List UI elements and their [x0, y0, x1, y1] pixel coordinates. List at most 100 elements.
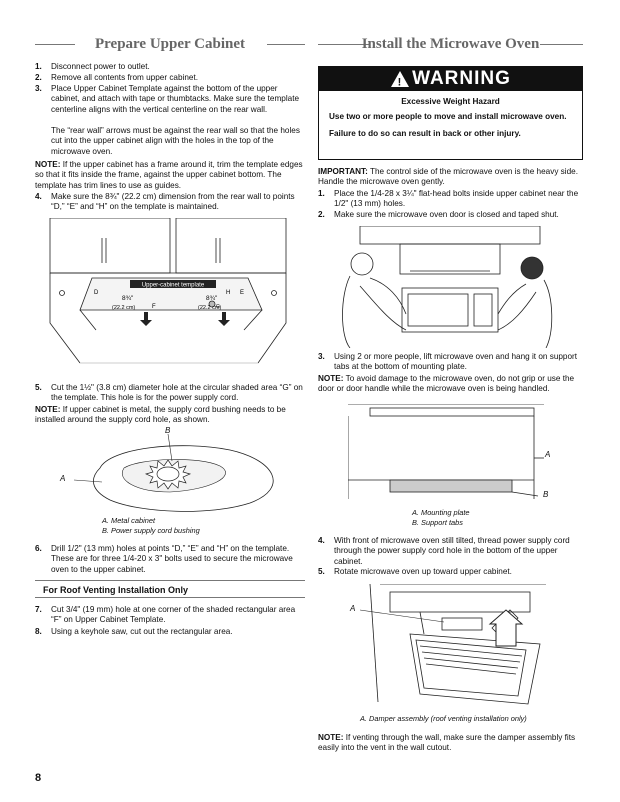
important-text: The control side of the microwave oven i… — [318, 167, 578, 187]
step-5-right: 5. Rotate microwave oven up toward upper… — [318, 567, 583, 577]
step-number: 5. — [318, 567, 325, 576]
title-rule-left — [35, 44, 75, 45]
dimension-right-cm: (22.2 cm) — [198, 305, 221, 311]
dimension-left: 8¾" — [122, 295, 134, 302]
step-1: 1. Disconnect power to outlet. — [35, 62, 305, 72]
step-number: 7. — [35, 605, 42, 614]
note-text: If the upper cabinet has a frame around … — [35, 160, 303, 190]
note-label: NOTE: — [318, 374, 344, 383]
note-wall-venting: NOTE: If venting through the wall, make … — [318, 733, 583, 754]
important-note: IMPORTANT: The control side of the micro… — [318, 167, 583, 188]
step-number: 8. — [35, 627, 42, 636]
template-label: Upper-cabinet template — [142, 283, 205, 289]
step-6-left: 6. Drill 1/2" (13 mm) holes at points “D… — [35, 544, 305, 575]
step-7-left: 7. Cut 3/4" (19 mm) hole at one corner o… — [35, 605, 305, 626]
mounting-plate-figure — [348, 404, 544, 499]
caption-bushing: B. Power supply cord bushing — [102, 526, 200, 535]
dimension-left-cm: (22.2 cm) — [112, 305, 135, 311]
section-title-install-oven: Install the Microwave Oven — [361, 36, 540, 52]
step-2-right: 2. Make sure the microwave oven door is … — [318, 210, 583, 220]
warning-symbol: ! — [398, 77, 403, 89]
point-f-label: F — [152, 304, 156, 310]
step-1-right: 1. Place the 1/4-28 x 3¼" flat-head bolt… — [318, 189, 583, 210]
warning-header: ! WARNING — [319, 67, 582, 91]
rotate-up-arrow — [488, 609, 524, 647]
step-number: 4. — [35, 192, 42, 201]
step-number: 2. — [318, 210, 325, 219]
step-text: Make sure the 8¾" (22.2 cm) dimension fr… — [51, 192, 295, 212]
step-text: Remove all contents from upper cabinet. — [51, 73, 198, 82]
step-number: 4. — [318, 536, 325, 545]
step-number: 5. — [35, 383, 42, 392]
step-5-left: 5. Cut the 1½" (3.8 cm) diameter hole at… — [35, 383, 305, 404]
caption-damper: A. Damper assembly (roof venting install… — [360, 714, 527, 723]
note-door-handle: NOTE: To avoid damage to the microwave o… — [318, 374, 583, 395]
page-number: 8 — [35, 772, 42, 784]
step-text: Place the 1/4-28 x 3¼" flat-head bolts i… — [334, 189, 579, 209]
note-label: NOTE: — [35, 160, 61, 169]
template-label-band — [130, 280, 216, 288]
lifting-microwave-figure — [342, 226, 553, 348]
bushing-label-a: A — [60, 474, 66, 483]
title-rule-left — [318, 44, 370, 45]
mounting-label-b: B — [543, 490, 549, 499]
caption-support-tabs: B. Support tabs — [412, 518, 463, 527]
step-text: Rotate microwave oven up toward upper ca… — [334, 567, 512, 576]
step-text: Cut the 1½" (3.8 cm) diameter hole at th… — [51, 383, 303, 403]
note-metal-cabinet: NOTE: If upper cabinet is metal, the sup… — [35, 405, 305, 426]
point-g-label: G — [216, 304, 220, 310]
warning-heading: WARNING — [412, 68, 511, 89]
damper-label-a: A — [350, 604, 356, 613]
step-text: Place Upper Cabinet Template against the… — [51, 84, 300, 114]
note-text: If upper cabinet is metal, the supply co… — [35, 405, 286, 425]
note-text: If venting through the wall, make sure t… — [318, 733, 576, 753]
bushing-label-b: B — [165, 426, 171, 435]
step-number: 1. — [35, 62, 42, 71]
step-text: With front of microwave oven still tilte… — [334, 536, 570, 566]
rotate-oven-figure — [359, 584, 546, 705]
note-label: NOTE: — [318, 733, 344, 742]
step-text: Using 2 or more people, lift microwave o… — [334, 352, 578, 372]
left-column: Prepare Upper Cabinet 1. Disconnect powe… — [35, 0, 305, 802]
step-number: 1. — [318, 189, 325, 198]
important-label: IMPORTANT: — [318, 167, 368, 176]
mounting-label-a: A — [545, 450, 551, 459]
dimension-right: 8¾" — [206, 295, 218, 302]
rear-wall-arrow-left — [140, 312, 152, 326]
warning-triangle-icon: ! — [391, 71, 410, 89]
step-text: Drill 1/2" (13 mm) holes at points “D,” … — [51, 544, 293, 574]
note-label: NOTE: — [35, 405, 61, 414]
warning-box: ! WARNING Excessive Weight Hazard Use tw… — [318, 66, 583, 160]
step-2: 2. Remove all contents from upper cabine… — [35, 73, 305, 83]
step-4: 4. Make sure the 8¾" (22.2 cm) dimension… — [35, 192, 305, 213]
note-frame: NOTE: If the upper cabinet has a frame a… — [35, 160, 305, 191]
step-number: 2. — [35, 73, 42, 82]
step-8-left: 8. Using a keyhole saw, cut out the rect… — [35, 627, 305, 637]
step-text: Disconnect power to outlet. — [51, 62, 150, 71]
step-text: Cut 3/4" (19 mm) hole at one corner of t… — [51, 605, 296, 625]
warning-title: Excessive Weight Hazard — [401, 97, 500, 106]
point-d-label: D — [94, 290, 99, 296]
roof-venting-subheading: For Roof Venting Installation Only — [35, 580, 305, 598]
note-text: To avoid damage to the microwave oven, d… — [318, 374, 575, 394]
title-rule-right — [267, 44, 305, 45]
step-number: 6. — [35, 544, 42, 553]
warning-body: Excessive Weight Hazard Use two or more … — [319, 91, 582, 151]
step-4-right: 4. With front of microwave oven still ti… — [318, 536, 583, 567]
step-3-right: 3. Using 2 or more people, lift microwav… — [318, 352, 583, 373]
step-text: Make sure the microwave oven door is clo… — [334, 210, 559, 219]
point-e-label: E — [240, 290, 244, 296]
rear-wall-note: The “rear wall” arrows must be against t… — [51, 126, 300, 156]
rear-wall-arrow-right — [218, 312, 230, 326]
step-3: 3. Place Upper Cabinet Template against … — [35, 84, 305, 115]
cabinet-template-figure: Upper-cabinet template D H E F G 8¾" (22… — [49, 218, 287, 364]
caption-metal-cabinet: A. Metal cabinet — [102, 516, 155, 525]
warning-line-1: Use two or more people to move and insta… — [329, 112, 567, 122]
step-number: 3. — [35, 84, 42, 93]
bushing-figure — [73, 433, 274, 512]
caption-mounting-plate: A. Mounting plate — [412, 508, 470, 517]
right-column: Install the Microwave Oven — [318, 0, 583, 60]
point-h-label: H — [226, 290, 230, 296]
section-title-prepare-cabinet: Prepare Upper Cabinet — [95, 36, 245, 52]
step-number: 3. — [318, 352, 325, 361]
